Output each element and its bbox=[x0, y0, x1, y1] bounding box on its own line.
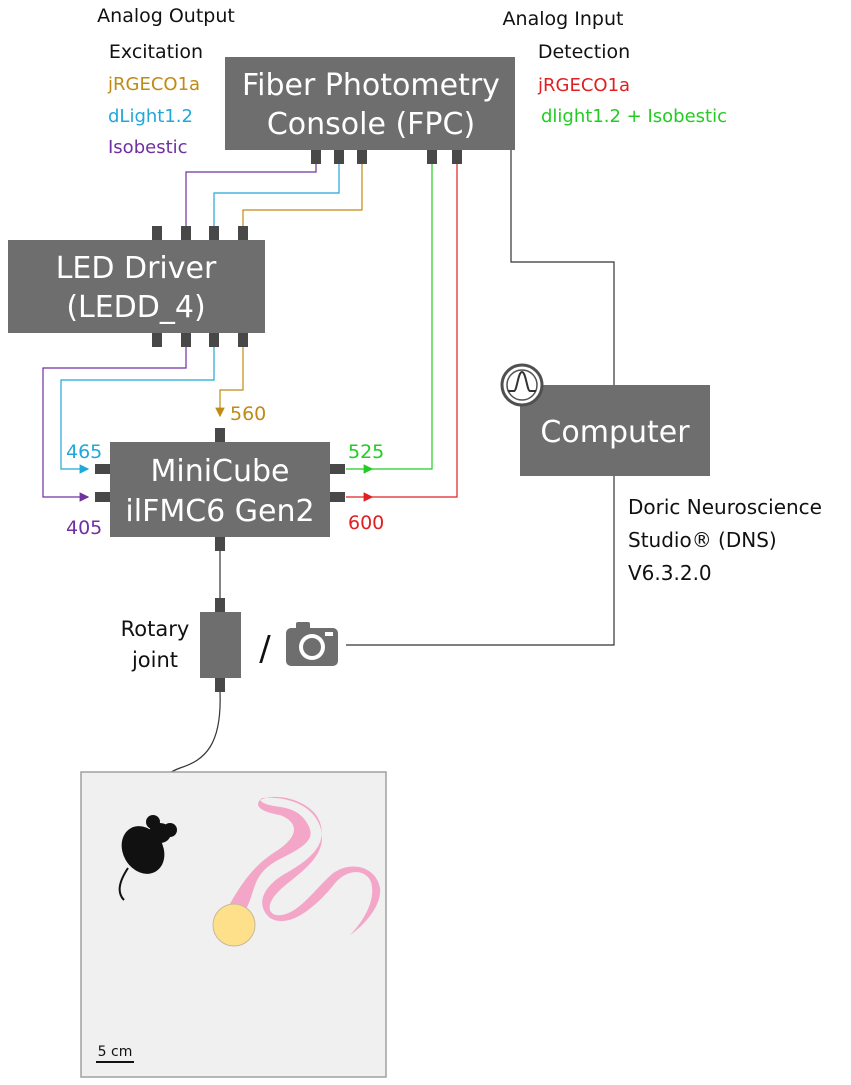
port-label-600: 600 bbox=[348, 512, 384, 534]
led-port-bottom-4 bbox=[238, 333, 248, 347]
software-line1: Doric Neuroscience bbox=[628, 495, 822, 519]
fpc-port-dlight bbox=[334, 150, 344, 164]
cube-port-465 bbox=[95, 464, 110, 474]
fpc-port-red bbox=[452, 150, 462, 164]
cube-port-fiber bbox=[215, 537, 225, 551]
fpc-port-jrgeco bbox=[357, 150, 367, 164]
led-port-top-3 bbox=[209, 226, 219, 240]
wire-green-cube-to-fpc bbox=[346, 163, 433, 474]
software-line3: V6.3.2.0 bbox=[628, 561, 712, 585]
computer-box: Computer bbox=[520, 385, 710, 476]
wire-dlight-fpc-to-led bbox=[213, 163, 340, 232]
camera-icon bbox=[286, 622, 338, 666]
led-port-top-2 bbox=[181, 226, 191, 240]
output-jrgeco-label: jRGECO1a bbox=[107, 74, 200, 95]
port-label-525: 525 bbox=[348, 441, 384, 463]
rotary-label-line1: Rotary bbox=[121, 617, 190, 641]
led-port-bottom-3 bbox=[209, 333, 219, 347]
port-label-560: 560 bbox=[230, 403, 266, 425]
port-label-465: 465 bbox=[66, 441, 102, 463]
analog-input-title: Analog Input bbox=[503, 8, 624, 30]
minicube-line1: MiniCube bbox=[150, 454, 289, 489]
input-dlight-isobestic-label: dlight1.2 + Isobestic bbox=[541, 106, 727, 127]
rotary-label-line2: joint bbox=[131, 648, 178, 672]
cube-port-525 bbox=[330, 464, 345, 474]
trajectory-path bbox=[222, 796, 381, 935]
input-jrgeco-label: jRGECO1a bbox=[537, 75, 630, 96]
software-line2: Studio® (DNS) bbox=[628, 528, 777, 552]
rotary-joint bbox=[200, 598, 241, 692]
wires bbox=[42, 150, 615, 819]
led-driver-line1: LED Driver bbox=[56, 251, 217, 286]
fpc-port-green bbox=[427, 150, 437, 164]
fpc-title-line1: Fiber Photometry bbox=[242, 68, 500, 103]
minicube-box: MiniCube ilFMC6 Gen2 bbox=[95, 428, 345, 551]
rotary-camera-separator: / bbox=[259, 629, 271, 669]
mouse-icon bbox=[118, 815, 177, 901]
wire-computer-to-camera bbox=[346, 476, 615, 646]
wire-isobestic-fpc-to-led bbox=[185, 163, 317, 232]
led-port-bottom-2 bbox=[181, 333, 191, 347]
wire-jrgeco-led-to-cube bbox=[215, 342, 244, 418]
wire-dlight-led-to-cube bbox=[60, 342, 215, 474]
fpc-box: Fiber Photometry Console (FPC) bbox=[225, 57, 515, 164]
wire-fpc-to-computer bbox=[510, 150, 615, 385]
wire-isobestic-led-to-cube bbox=[42, 342, 187, 502]
cube-port-405 bbox=[95, 492, 110, 502]
fpc-port-isobestic bbox=[311, 150, 321, 164]
cube-port-600 bbox=[330, 492, 345, 502]
light-spot bbox=[212, 903, 256, 947]
scale-bar-label: 5 cm bbox=[98, 1044, 133, 1060]
minicube-line2: ilFMC6 Gen2 bbox=[125, 494, 314, 529]
led-port-top-1 bbox=[152, 226, 162, 240]
fpc-title-line2: Console (FPC) bbox=[267, 107, 475, 142]
excitation-label: Excitation bbox=[109, 41, 203, 63]
computer-label: Computer bbox=[540, 415, 690, 450]
wire-jrgeco-fpc-to-led bbox=[242, 163, 363, 232]
led-driver-line2: (LEDD_4) bbox=[66, 290, 205, 325]
open-field-arena: 5 cm bbox=[80, 771, 387, 1078]
signal-peak-icon bbox=[500, 363, 544, 407]
cube-port-560 bbox=[215, 428, 225, 442]
led-driver-box: LED Driver (LEDD_4) bbox=[8, 226, 265, 347]
wire-red-cube-to-fpc bbox=[346, 163, 458, 502]
port-label-405: 405 bbox=[66, 517, 102, 539]
output-isobestic-label: Isobestic bbox=[108, 137, 188, 158]
analog-output-title: Analog Output bbox=[97, 5, 235, 27]
detection-label: Detection bbox=[538, 41, 630, 63]
led-port-top-4 bbox=[238, 226, 248, 240]
output-dlight-label: dLight1.2 bbox=[108, 106, 193, 127]
led-port-bottom-1 bbox=[152, 333, 162, 347]
